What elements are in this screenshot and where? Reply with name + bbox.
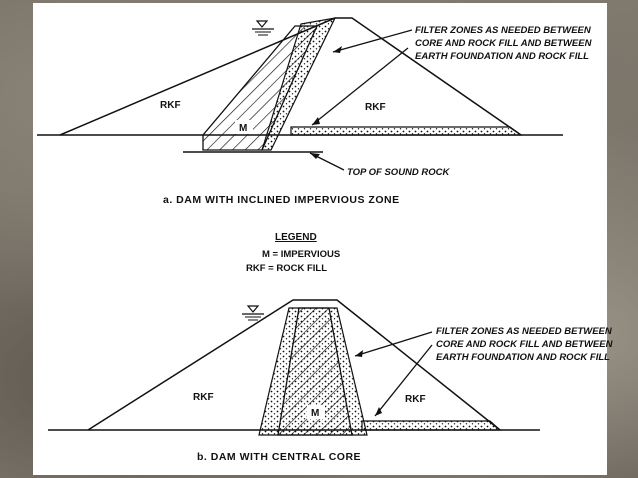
water-level-icon	[252, 20, 274, 36]
filter-note-a-2: CORE AND ROCK FILL AND BETWEEN	[415, 38, 593, 49]
caption-b: b. DAM WITH CENTRAL CORE	[197, 451, 361, 463]
caption-a: a. DAM WITH INCLINED IMPERVIOUS ZONE	[163, 194, 400, 206]
filter-note-b-1: FILTER ZONES AS NEEDED BETWEEN	[436, 326, 613, 337]
dam-outline-b	[87, 299, 501, 431]
rock-note: TOP OF SOUND ROCK	[347, 167, 451, 178]
legend-title: LEGEND	[275, 232, 317, 243]
filter-leader-b2	[374, 344, 433, 417]
filter-leader-a1	[332, 29, 413, 53]
filter-leader-a2	[311, 47, 409, 126]
foundation-filter-a	[290, 126, 523, 136]
dam-outline-a	[59, 17, 522, 136]
diagram-b: RKF RKF M FILTER ZONES AS NEEDED BETWEEN…	[48, 299, 614, 463]
diagram-a: RKF RKF M FILTER ZONES AS NEEDED BETWEEN…	[37, 17, 593, 206]
filter-leader-b1	[354, 331, 433, 357]
core-label-a: M	[239, 123, 247, 134]
central-core	[277, 307, 353, 436]
rkf-label-b-left: RKF	[193, 392, 214, 403]
filter-note-a-1: FILTER ZONES AS NEEDED BETWEEN	[415, 25, 592, 36]
rkf-label-a-left: RKF	[160, 100, 181, 111]
filter-note-b-3: EARTH FOUNDATION AND ROCK FILL	[436, 352, 610, 363]
foundation-filter-b	[361, 420, 502, 431]
legend: LEGEND M = IMPERVIOUS RKF = ROCK FILL	[246, 232, 340, 274]
water-level-icon	[242, 305, 264, 321]
filter-note-a-3: EARTH FOUNDATION AND ROCK FILL	[415, 51, 589, 62]
inclined-core	[202, 25, 318, 151]
legend-line-2: RKF = ROCK FILL	[246, 263, 327, 274]
filter-note-b-2: CORE AND ROCK FILL AND BETWEEN	[436, 339, 614, 350]
rkf-label-a-right: RKF	[365, 102, 386, 113]
legend-line-1: M = IMPERVIOUS	[262, 249, 340, 260]
core-label-b: M	[311, 408, 319, 419]
rkf-label-b-right: RKF	[405, 394, 426, 405]
